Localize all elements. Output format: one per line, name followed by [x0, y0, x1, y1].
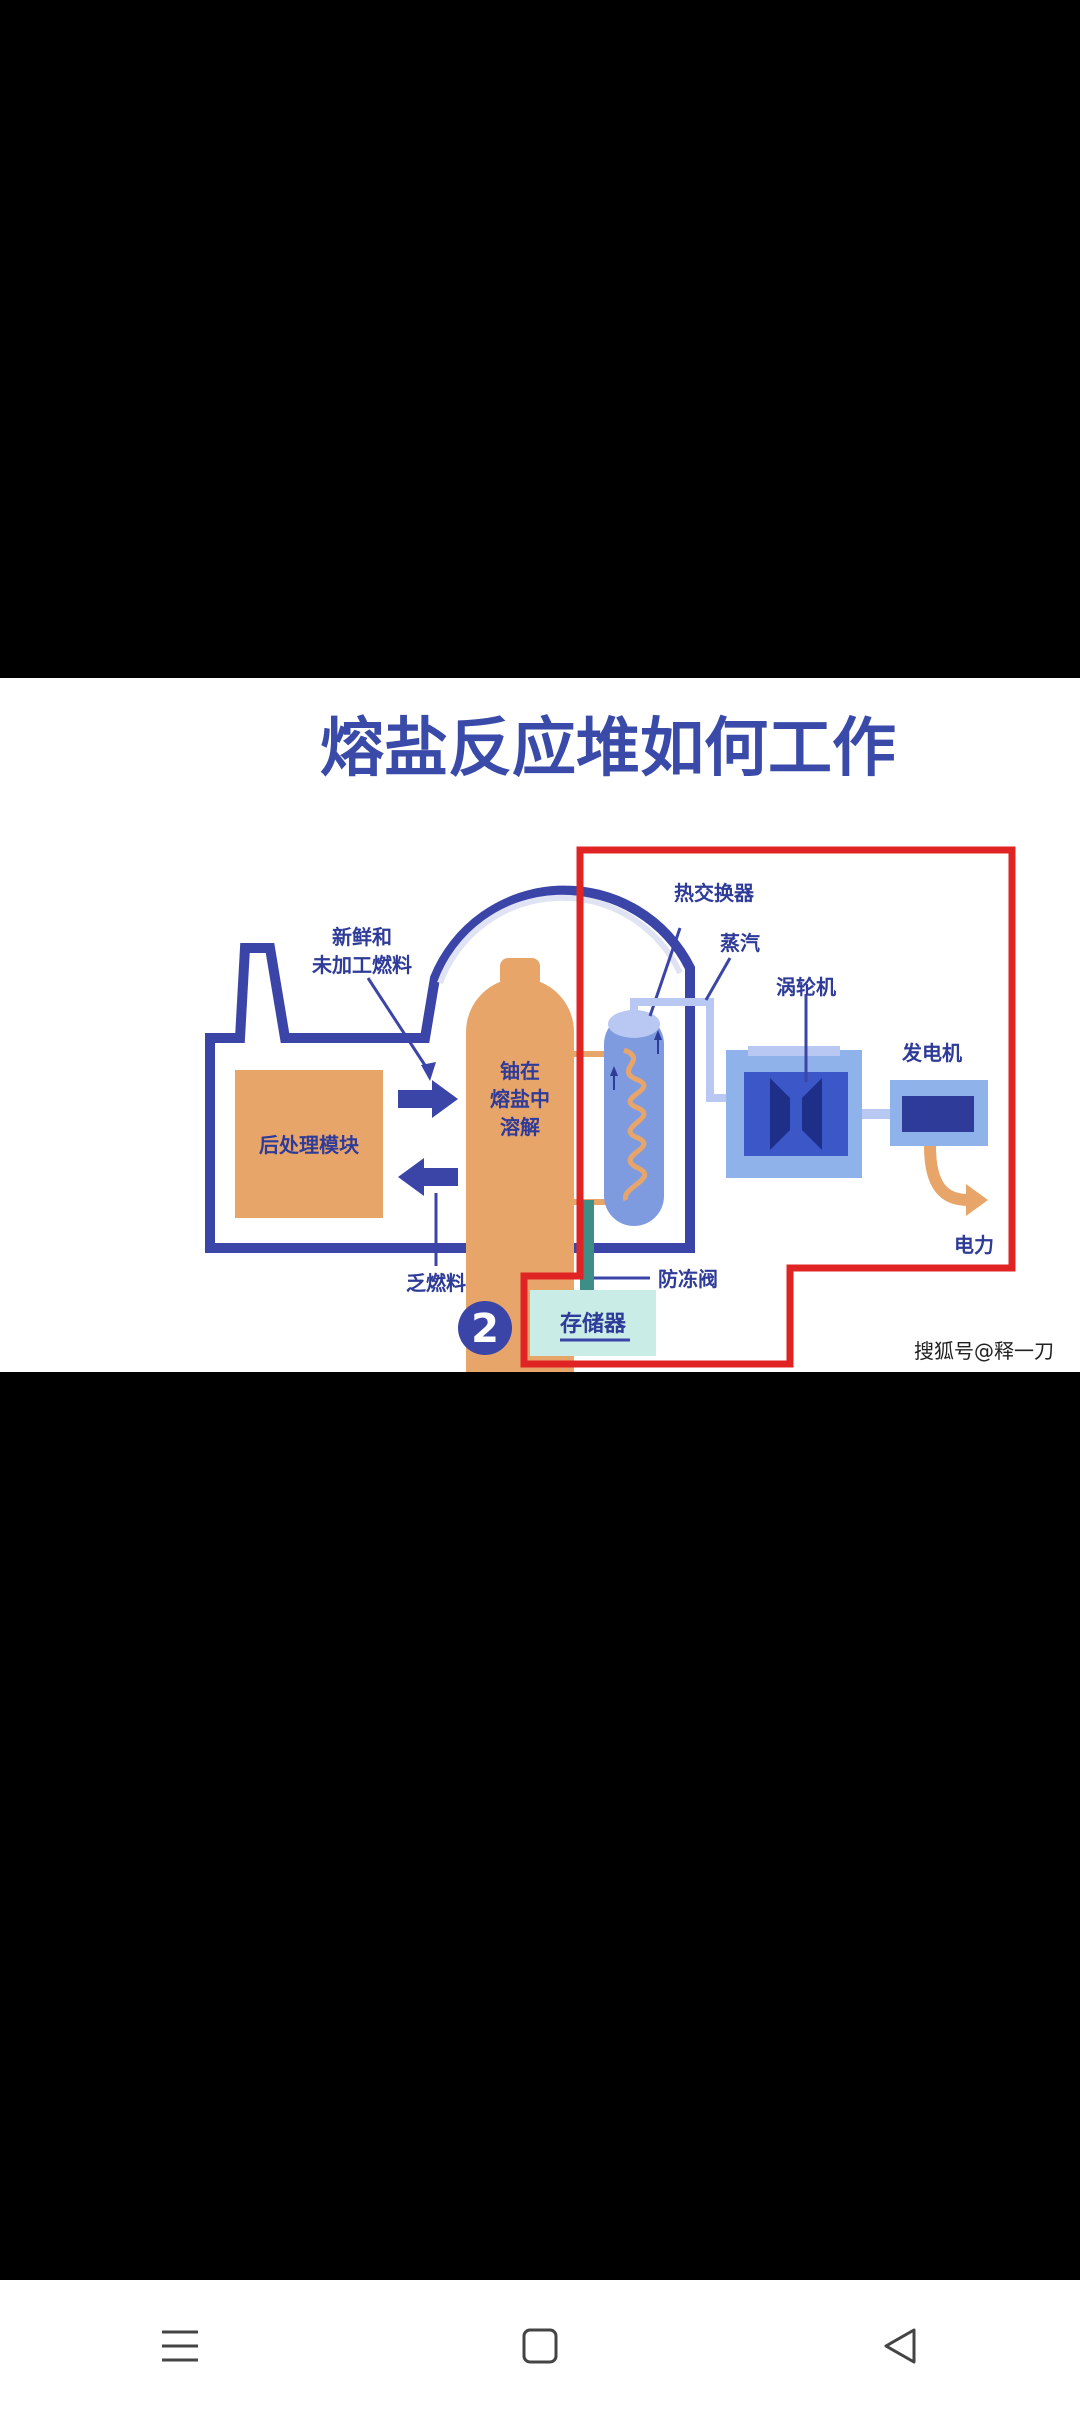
watermark: 搜狐号@释一刀	[914, 1339, 1054, 1363]
fresh-fuel-label-line1: 新鲜和	[332, 925, 392, 949]
viewer-background-bottom	[0, 1372, 1080, 2280]
spent-fuel-label: 乏燃料	[406, 1271, 466, 1295]
reprocessing-module	[235, 1070, 383, 1218]
storage-label: 存储器	[560, 1311, 627, 1337]
step-number: 2	[471, 1306, 499, 1352]
highlight-frame	[520, 846, 1016, 1368]
plant-building-outline	[205, 885, 695, 1253]
electricity-arrowhead	[966, 1184, 988, 1216]
turbine	[726, 1046, 862, 1178]
fresh-fuel-pointer-head	[421, 1062, 436, 1081]
core-label-line3: 溶解	[500, 1115, 540, 1139]
storage-tank	[530, 1290, 656, 1356]
fresh-fuel-arrow	[398, 1080, 458, 1118]
home-icon	[522, 2328, 558, 2364]
electricity-label: 电力	[954, 1233, 994, 1257]
step-number-badge	[458, 1301, 512, 1355]
system-navigation-bar	[0, 2280, 1080, 2412]
steam-pipe	[630, 998, 742, 1102]
fresh-fuel-pointer	[366, 977, 432, 1074]
plant-building-shade	[437, 894, 683, 985]
back-button[interactable]	[820, 2296, 980, 2396]
turbine-label: 涡轮机	[776, 975, 836, 999]
core-label-line2: 熔盐中	[490, 1087, 550, 1111]
menu-icon	[162, 2330, 198, 2362]
home-button[interactable]	[460, 2296, 620, 2396]
fresh-fuel-label-line2: 未加工燃料	[312, 953, 412, 977]
electricity-arrow	[924, 1145, 969, 1206]
generator-label: 发电机	[901, 1041, 962, 1065]
steam-label: 蒸汽	[720, 931, 760, 955]
reprocessing-module-label: 后处理模块	[259, 1133, 360, 1157]
back-icon	[884, 2328, 916, 2364]
core-label-line1: 铀在	[500, 1059, 540, 1083]
generator	[890, 1080, 988, 1146]
menu-button[interactable]	[100, 2296, 260, 2396]
spent-fuel-arrow	[398, 1158, 458, 1196]
freeze-valve-label: 防冻阀	[658, 1267, 718, 1291]
heat-exchanger	[604, 1010, 664, 1226]
heat-exchanger-label: 热交换器	[674, 881, 755, 905]
diagram-image[interactable]: 熔盐反应堆如何工作 后处理模块 新鲜和 未加工燃料 乏燃料 铀在	[0, 678, 1080, 1372]
viewer-background-top	[0, 0, 1080, 678]
diagram-title: 熔盐反应堆如何工作	[320, 712, 896, 786]
steam-pointer	[704, 957, 732, 1001]
